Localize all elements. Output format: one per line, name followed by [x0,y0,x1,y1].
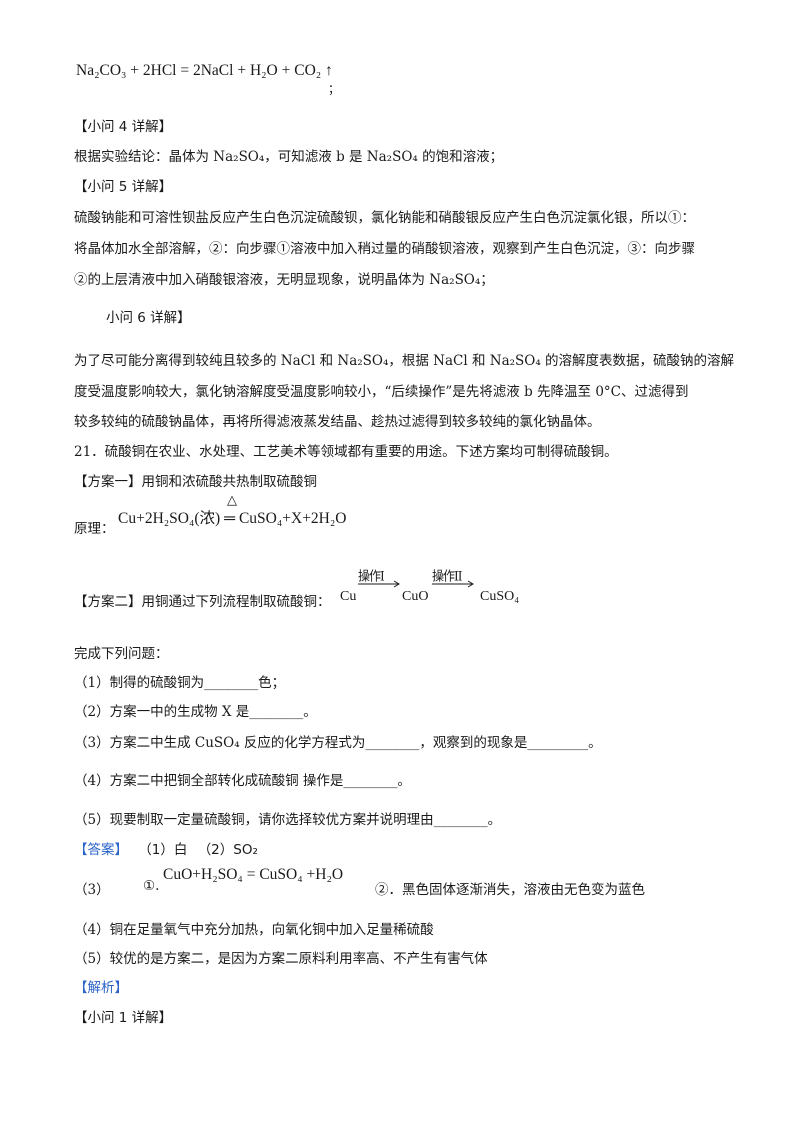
flow-item-cuo: CuO [402,589,429,604]
answer-3-num1: ①. [143,878,160,894]
answer-3-part2: ②．黑色固体逐渐消失，溶液由无色变为蓝色 [375,882,645,898]
flow-item-cuso4: CuSO₄ [480,589,520,604]
q5-header: 【小问 5 详解】 [74,179,173,195]
heat-symbol: △ [227,493,237,508]
plan1-title: 【方案一】用铜和浓硫酸共热制取硫酸铜 [74,474,317,490]
q5-line-3: ②的上层清液中加入硝酸银溶液，无明显现象，说明晶体为 Na₂SO₄； [74,272,494,288]
flow-arrow-2 [432,580,474,588]
q4-header: 【小问 4 详解】 [74,119,173,135]
question-2: （2）方案一中的生成物 X 是________。 [74,704,317,720]
principle-equation: Cu+2H₂SO₄(浓) ═ CuSO₄+X+2H₂O [118,510,347,527]
answer-2: （2）SO₂ [197,842,258,858]
flow-item-cu: Cu [340,589,357,604]
question-5: （5）现要制取一定量硫酸铜，请你选择较优方案并说明理由________。 [74,812,502,828]
plan2-title: 【方案二】用铜通过下列流程制取硫酸铜： [74,594,331,610]
q21-stem: 21．硫酸铜在农业、水处理、工艺美术等领域都有重要的用途。下述方案均可制得硫酸铜… [74,444,618,460]
principle-label: 原理： [74,521,115,537]
equation-na2co3-hcl: Na₂CO₃ + 2HCl = 2NaCl + H₂O + CO₂ ↑ [76,62,333,80]
q4-text: 根据实验结论：晶体为 Na₂SO₄，可知滤液 b 是 Na₂SO₄ 的饱和溶液； [74,149,504,165]
answer-5: （5）较优的是方案二，是因为方案二原料利用率高、不产生有害气体 [74,951,488,967]
q6-line-3: 较多较纯的硫酸钠晶体，再将所得滤液蒸发结晶、趁热过滤得到较多较纯的氯化钠晶体。 [74,414,601,430]
answer-3-equation: CuO+H₂SO₄ = CuSO₄ +H₂O [163,866,344,883]
equation-text: Na₂CO₃ + 2HCl = 2NaCl + H₂O + CO₂ ↑ [76,62,333,79]
analysis-q1-header: 【小问 1 详解】 [74,1010,173,1026]
question-4: （4）方案二中把铜全部转化成硫酸铜 操作是________。 [74,773,411,789]
flow-op1-label: 操作I [358,568,385,584]
answer-4: （4）铜在足量氧气中充分加热，向氧化铜中加入足量稀硫酸 [74,922,434,938]
question-3: （3）方案二中生成 CuSO₄ 反应的化学方程式为________，观察到的现象… [74,735,602,751]
answer-tag: 【答案】 [74,842,128,858]
answer-1: （1）白 [138,842,188,858]
analysis-tag: 【解析】 [74,980,128,996]
equation-end-mark: ； [328,82,341,96]
answer-block: 【答案】 （1）白 （2）SO₂ [74,838,258,858]
answer-3-prefix: （3） [74,882,110,898]
q5-line-1: 硫酸钠能和可溶性钡盐反应产生白色沉淀硫酸钡，氯化钠能和硝酸银反应产生白色沉淀氯化… [74,210,695,226]
question-1: （1）制得的硫酸铜为________色； [74,675,286,691]
flow-op2-label: 操作II [432,568,463,584]
q5-line-2: 将晶体加水全部溶解，②：向步骤①溶液中加入稍过量的硝酸钡溶液，观察到产生白色沉淀… [74,241,695,257]
flow-arrow-1 [358,580,400,588]
q6-header: 小问 6 详解】 [106,310,191,326]
q6-line-1: 为了尽可能分离得到较纯且较多的 NaCl 和 Na₂SO₄，根据 NaCl 和 … [74,353,735,369]
questions-intro: 完成下列问题： [74,646,169,662]
q6-line-2: 度受温度影响较大，氯化钠溶解度受温度影响较小，“后续操作”是先将滤液 b 先降温… [74,384,689,400]
